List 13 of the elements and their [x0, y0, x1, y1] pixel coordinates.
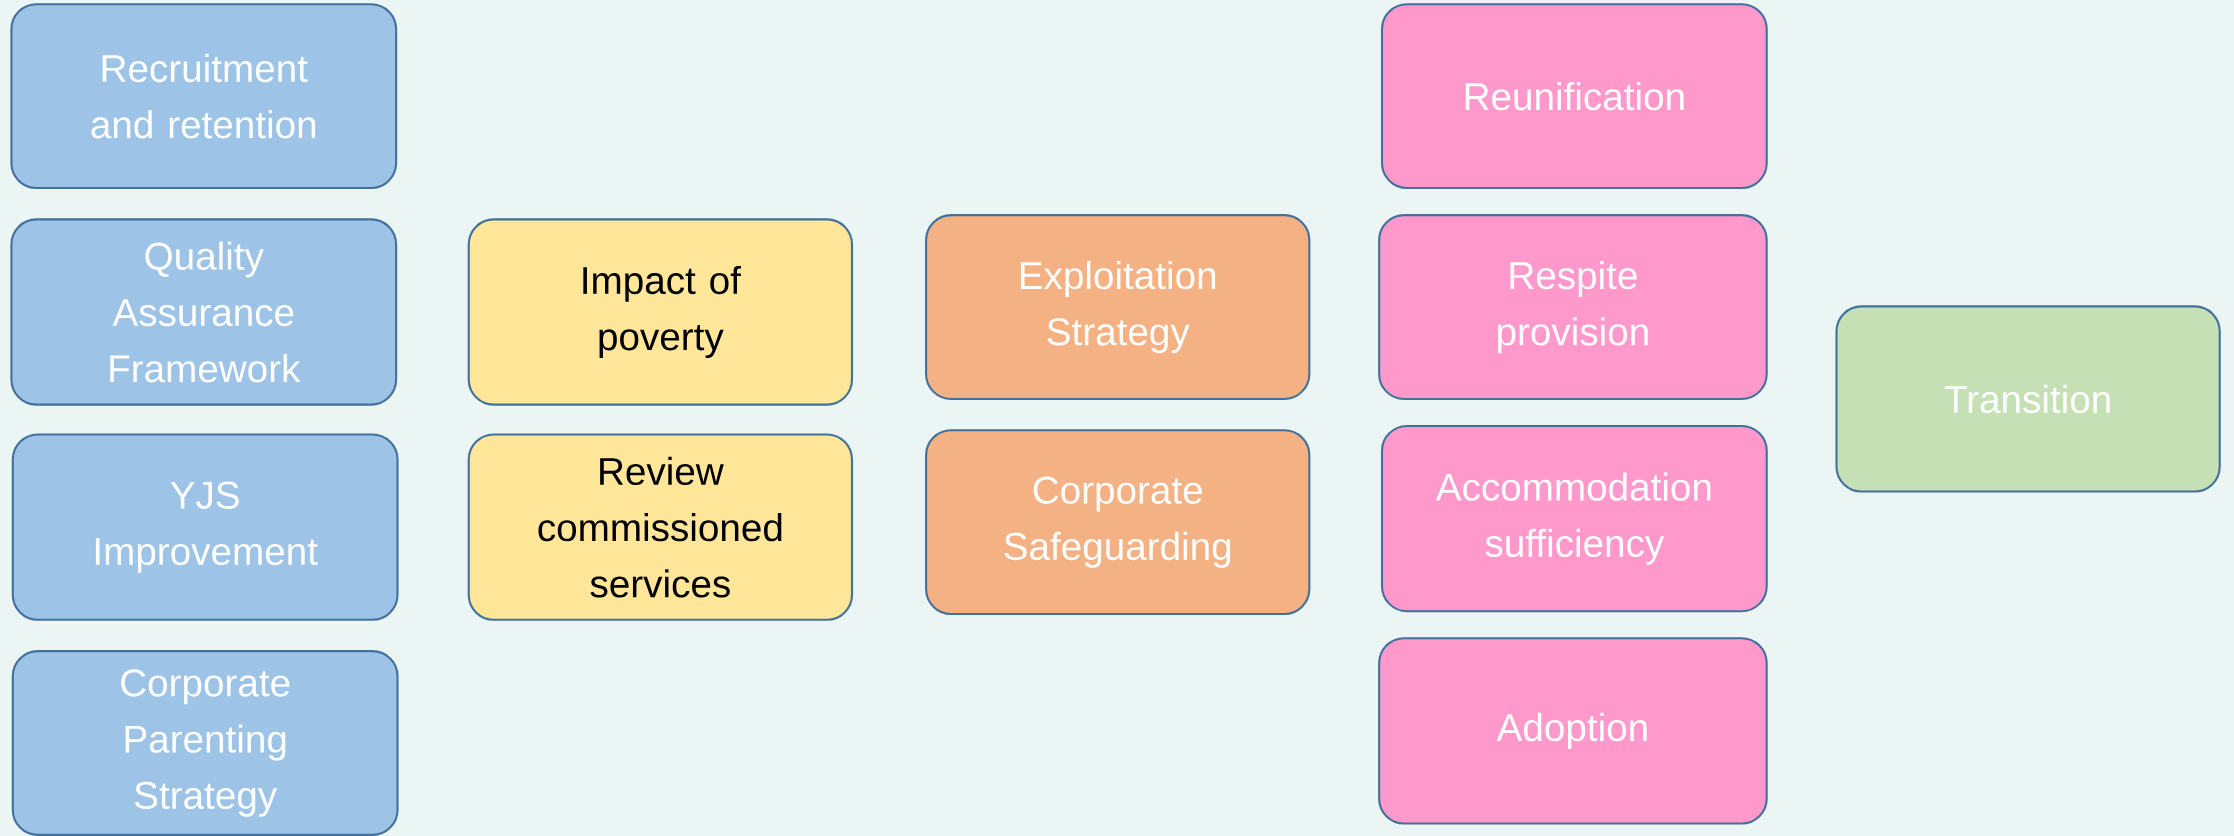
- topic-box: Transition: [1835, 305, 2221, 493]
- topic-box: Recruitment and retention: [10, 3, 398, 190]
- topic-box: Review commissioned services: [467, 433, 854, 621]
- topic-box: Accommodation sufficiency: [1380, 424, 1768, 613]
- topic-box: Exploitation Strategy: [925, 214, 1311, 400]
- topic-box: Respite provision: [1378, 214, 1768, 400]
- topic-box: Impact of poverty: [467, 218, 854, 406]
- topic-box: Quality Assurance Framework: [10, 218, 398, 406]
- topic-box: Adoption: [1378, 637, 1768, 825]
- topic-box: Corporate Safeguarding: [925, 429, 1311, 616]
- topic-box: Corporate Parenting Strategy: [11, 650, 399, 836]
- topic-box: Reunification: [1380, 3, 1768, 190]
- topic-box: YJS Improvement: [11, 433, 399, 621]
